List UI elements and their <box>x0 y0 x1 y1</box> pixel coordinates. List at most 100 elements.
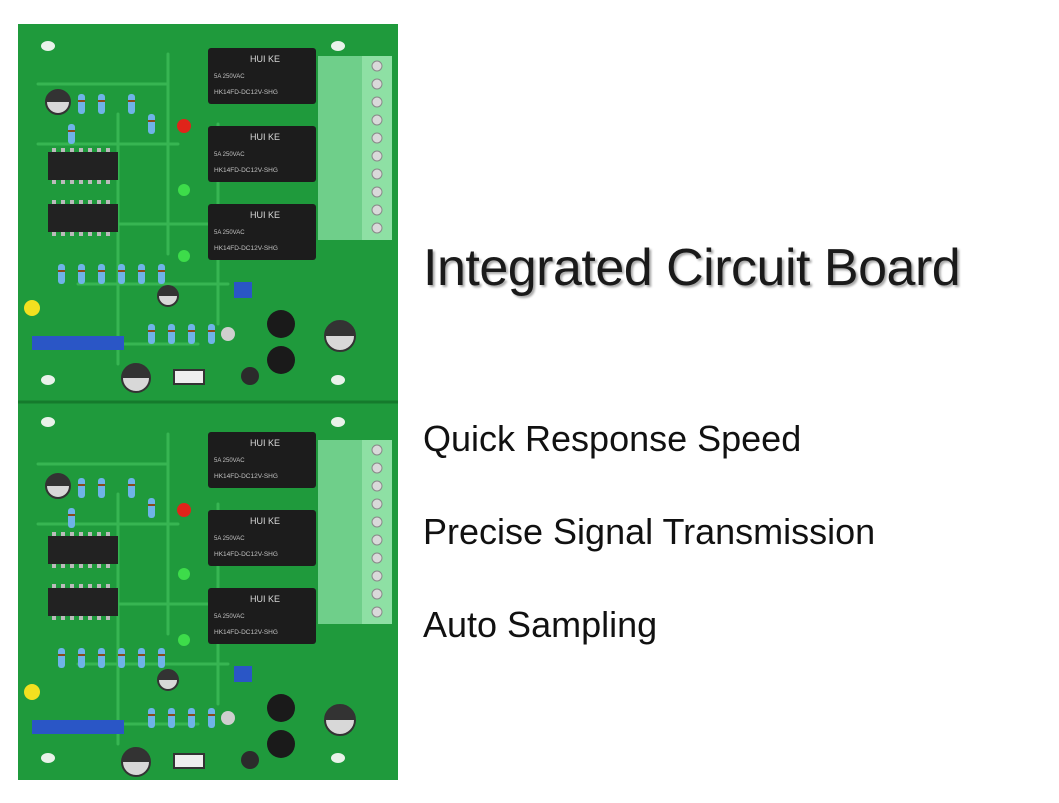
ic-pin <box>61 564 65 568</box>
relay-model-label: HK14FD-DC12V-SHG <box>214 473 278 480</box>
terminal-screw <box>371 516 383 528</box>
resistor <box>168 324 175 344</box>
green-led <box>178 250 190 262</box>
resistor-band <box>118 270 125 272</box>
resistor-band <box>78 270 85 272</box>
relay-body <box>208 204 316 260</box>
ic-pin <box>52 584 56 588</box>
resistor <box>68 508 75 528</box>
relay-body <box>208 48 316 104</box>
resistor-band <box>208 330 215 332</box>
ic-pin <box>106 180 110 184</box>
mounting-hole <box>41 417 55 427</box>
ic-pin <box>106 584 110 588</box>
ic-chip <box>48 536 118 564</box>
resistor-band <box>68 130 75 132</box>
ic-pin <box>88 148 92 152</box>
resistor-band <box>118 654 125 656</box>
resistor <box>98 478 105 498</box>
relay-brand-label: HUI KE <box>250 54 280 64</box>
terminal-screw <box>371 498 383 510</box>
ic-pin <box>79 200 83 204</box>
ic-chip <box>48 204 118 232</box>
inductor <box>267 694 295 722</box>
resistor-band <box>98 270 105 272</box>
ic-pin <box>61 232 65 236</box>
resistor <box>138 264 145 284</box>
ic-pin <box>79 180 83 184</box>
capacitor-stripe <box>325 321 355 336</box>
ic-pin <box>79 584 83 588</box>
resistor-band <box>98 654 105 656</box>
red-led <box>177 503 191 517</box>
relay-model-label: HK14FD-DC12V-SHG <box>214 551 278 558</box>
terminal-screw <box>371 204 383 216</box>
relay-rating-label: 5A 250VAC <box>214 614 245 620</box>
relay-model-label: HK14FD-DC12V-SHG <box>214 89 278 96</box>
capacitor-stripe <box>158 670 178 680</box>
ic-pin <box>97 584 101 588</box>
ic-pin <box>106 232 110 236</box>
terminal-screw <box>371 60 383 72</box>
resistor <box>158 264 165 284</box>
mounting-hole <box>331 753 345 763</box>
resistor <box>118 648 125 668</box>
fuse-holder <box>173 369 205 385</box>
resistor-band <box>68 514 75 516</box>
relay-brand-label: HUI KE <box>250 516 280 526</box>
resistor <box>128 478 135 498</box>
yellow-led <box>24 300 40 316</box>
green-led <box>178 634 190 646</box>
terminal-screw <box>371 132 383 144</box>
resistor-band <box>128 484 135 486</box>
terminal-screw <box>371 78 383 90</box>
relay-model-label: HK14FD-DC12V-SHG <box>214 629 278 636</box>
terminal-screw <box>371 570 383 582</box>
resistor-band <box>148 120 155 122</box>
ic-pin <box>70 232 74 236</box>
capacitor-stripe <box>122 364 150 378</box>
page-title: Integrated Circuit Board <box>423 239 961 297</box>
resistor-band <box>138 654 145 656</box>
resistor-band <box>208 714 215 716</box>
green-led <box>178 568 190 580</box>
ic-pin <box>106 200 110 204</box>
resistor <box>148 498 155 518</box>
inductor <box>267 310 295 338</box>
ic-pin <box>52 564 56 568</box>
ic-pin <box>106 532 110 536</box>
resistor-band <box>158 654 165 656</box>
component-pad <box>221 711 235 725</box>
resistor-band <box>58 654 65 656</box>
resistor-band <box>168 330 175 332</box>
inductor <box>267 730 295 758</box>
trimmer-potentiometer <box>32 336 124 350</box>
ic-pin <box>97 532 101 536</box>
resistor-band <box>128 100 135 102</box>
yellow-led <box>24 684 40 700</box>
resistor <box>208 708 215 728</box>
mounting-hole <box>41 41 55 51</box>
resistor-band <box>188 714 195 716</box>
resistor <box>78 94 85 114</box>
ic-pin <box>70 148 74 152</box>
relay-body <box>208 588 316 644</box>
resistor-band <box>78 100 85 102</box>
capacitor-stripe <box>325 705 355 720</box>
ic-pin <box>52 616 56 620</box>
resistor <box>58 648 65 668</box>
resistor <box>148 114 155 134</box>
resistor <box>58 264 65 284</box>
trimmer-potentiometer <box>234 666 252 682</box>
ic-pin <box>79 564 83 568</box>
ic-chip <box>48 588 118 616</box>
resistor <box>118 264 125 284</box>
resistor <box>78 264 85 284</box>
mounting-hole <box>331 375 345 385</box>
relay-body <box>208 510 316 566</box>
